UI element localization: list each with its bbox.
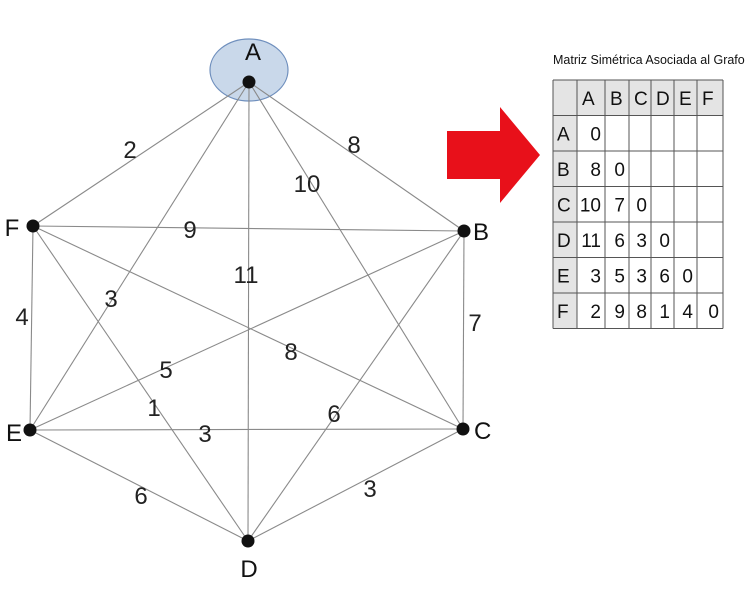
matrix-row-header: F — [557, 302, 569, 323]
edge-e-c — [29, 428, 464, 431]
edge-e-d — [29, 429, 249, 542]
edge-weight-label: 6 — [134, 483, 147, 510]
node-a-dot — [242, 75, 256, 89]
edge-weight-label: 5 — [159, 357, 172, 384]
matrix-cell: 0 — [708, 302, 719, 323]
matrix-cell: 2 — [590, 302, 601, 323]
node-c-label: C — [474, 418, 491, 445]
matrix-cell: 8 — [636, 302, 647, 323]
matrix-cell: 3 — [590, 266, 601, 287]
matrix-row-header: D — [557, 231, 571, 252]
edge-weight-label: 4 — [15, 304, 28, 331]
matrix-cell: 5 — [614, 266, 625, 287]
matrix-cell: 1 — [659, 302, 670, 323]
edge-a-c — [248, 81, 464, 430]
graph-nodes: A B C D E F — [5, 39, 492, 583]
matrix-row-header: B — [557, 160, 570, 181]
matrix-cell: 11 — [581, 231, 601, 252]
matrix-column-header: A — [582, 89, 595, 110]
node-b-label: B — [473, 219, 489, 246]
matrix-cell: 7 — [614, 195, 625, 216]
node-a-label: A — [245, 39, 261, 66]
matrix-cell: 4 — [682, 302, 693, 323]
matrix-cell: 3 — [636, 266, 647, 287]
node-d-label: D — [240, 556, 257, 583]
edge-weight-label: 11 — [234, 262, 259, 289]
matrix-cell: 0 — [682, 266, 693, 287]
matrix-row-header: E — [557, 266, 570, 287]
right-arrow-icon — [447, 107, 540, 203]
edge-f-c — [32, 225, 464, 430]
edge-weight-label: 6 — [327, 401, 340, 428]
matrix-column-header: F — [702, 89, 714, 110]
matrix-header-row — [553, 80, 723, 116]
matrix-row-header: A — [557, 124, 570, 145]
matrix-column-header: B — [610, 89, 623, 110]
edge-f-d — [32, 225, 249, 542]
edge-weight-label: 3 — [104, 286, 117, 313]
node-c-dot — [456, 422, 470, 436]
matrix-column-header: E — [679, 89, 692, 110]
edge-b-e — [29, 230, 465, 431]
edge-a-f — [32, 81, 250, 227]
edge-weight-label: 3 — [363, 476, 376, 503]
edge-f-b — [32, 225, 465, 232]
node-e-label: E — [6, 420, 22, 447]
edge-weight-label: 3 — [198, 421, 211, 448]
edge-weight-label: 1 — [147, 395, 160, 422]
edge-a-d — [247, 81, 250, 542]
graph-edges — [29, 81, 465, 542]
edge-a-e — [29, 81, 250, 431]
node-e-dot — [23, 423, 37, 437]
matrix-cell: 0 — [636, 195, 647, 216]
edge-a-b — [248, 81, 465, 232]
matrix-cell: 3 — [636, 231, 647, 252]
matrix-cell: 10 — [580, 195, 601, 216]
edge-weight-label: 9 — [183, 217, 196, 244]
graph-edge-weights: 2 8 10 11 3 9 4 8 1 7 5 6 3 6 3 — [15, 132, 481, 510]
node-f-label: F — [5, 215, 20, 242]
matrix-cell: 0 — [590, 124, 601, 145]
edge-c-d — [247, 428, 464, 542]
matrix-cell: 0 — [659, 231, 670, 252]
matrix-cell: 9 — [614, 302, 625, 323]
node-f-dot — [26, 219, 40, 233]
matrix-row-header: C — [557, 195, 571, 216]
edge-weight-label: 10 — [294, 171, 321, 198]
matrix-column-header: D — [656, 89, 670, 110]
edge-weight-label: 8 — [347, 132, 360, 159]
edge-b-c — [462, 230, 465, 430]
node-b-dot — [457, 224, 471, 238]
edge-weight-label: 7 — [468, 310, 481, 337]
matrix-column-header: C — [634, 89, 648, 110]
edge-f-e — [29, 225, 34, 431]
edge-b-d — [247, 230, 465, 542]
matrix-cell: 0 — [614, 160, 625, 181]
matrix-title: Matriz Simétrica Asociada al Grafo — [553, 53, 745, 67]
node-d-dot — [241, 534, 255, 548]
edge-weight-label: 8 — [284, 339, 297, 366]
matrix-cell: 8 — [590, 160, 601, 181]
weighted-graph: 2 8 10 11 3 9 4 8 1 7 5 6 3 6 3 A B C D E F — [5, 38, 492, 583]
matrix-cell: 6 — [614, 231, 625, 252]
matrix-cell: 6 — [659, 266, 670, 287]
edge-weight-label: 2 — [123, 137, 136, 164]
